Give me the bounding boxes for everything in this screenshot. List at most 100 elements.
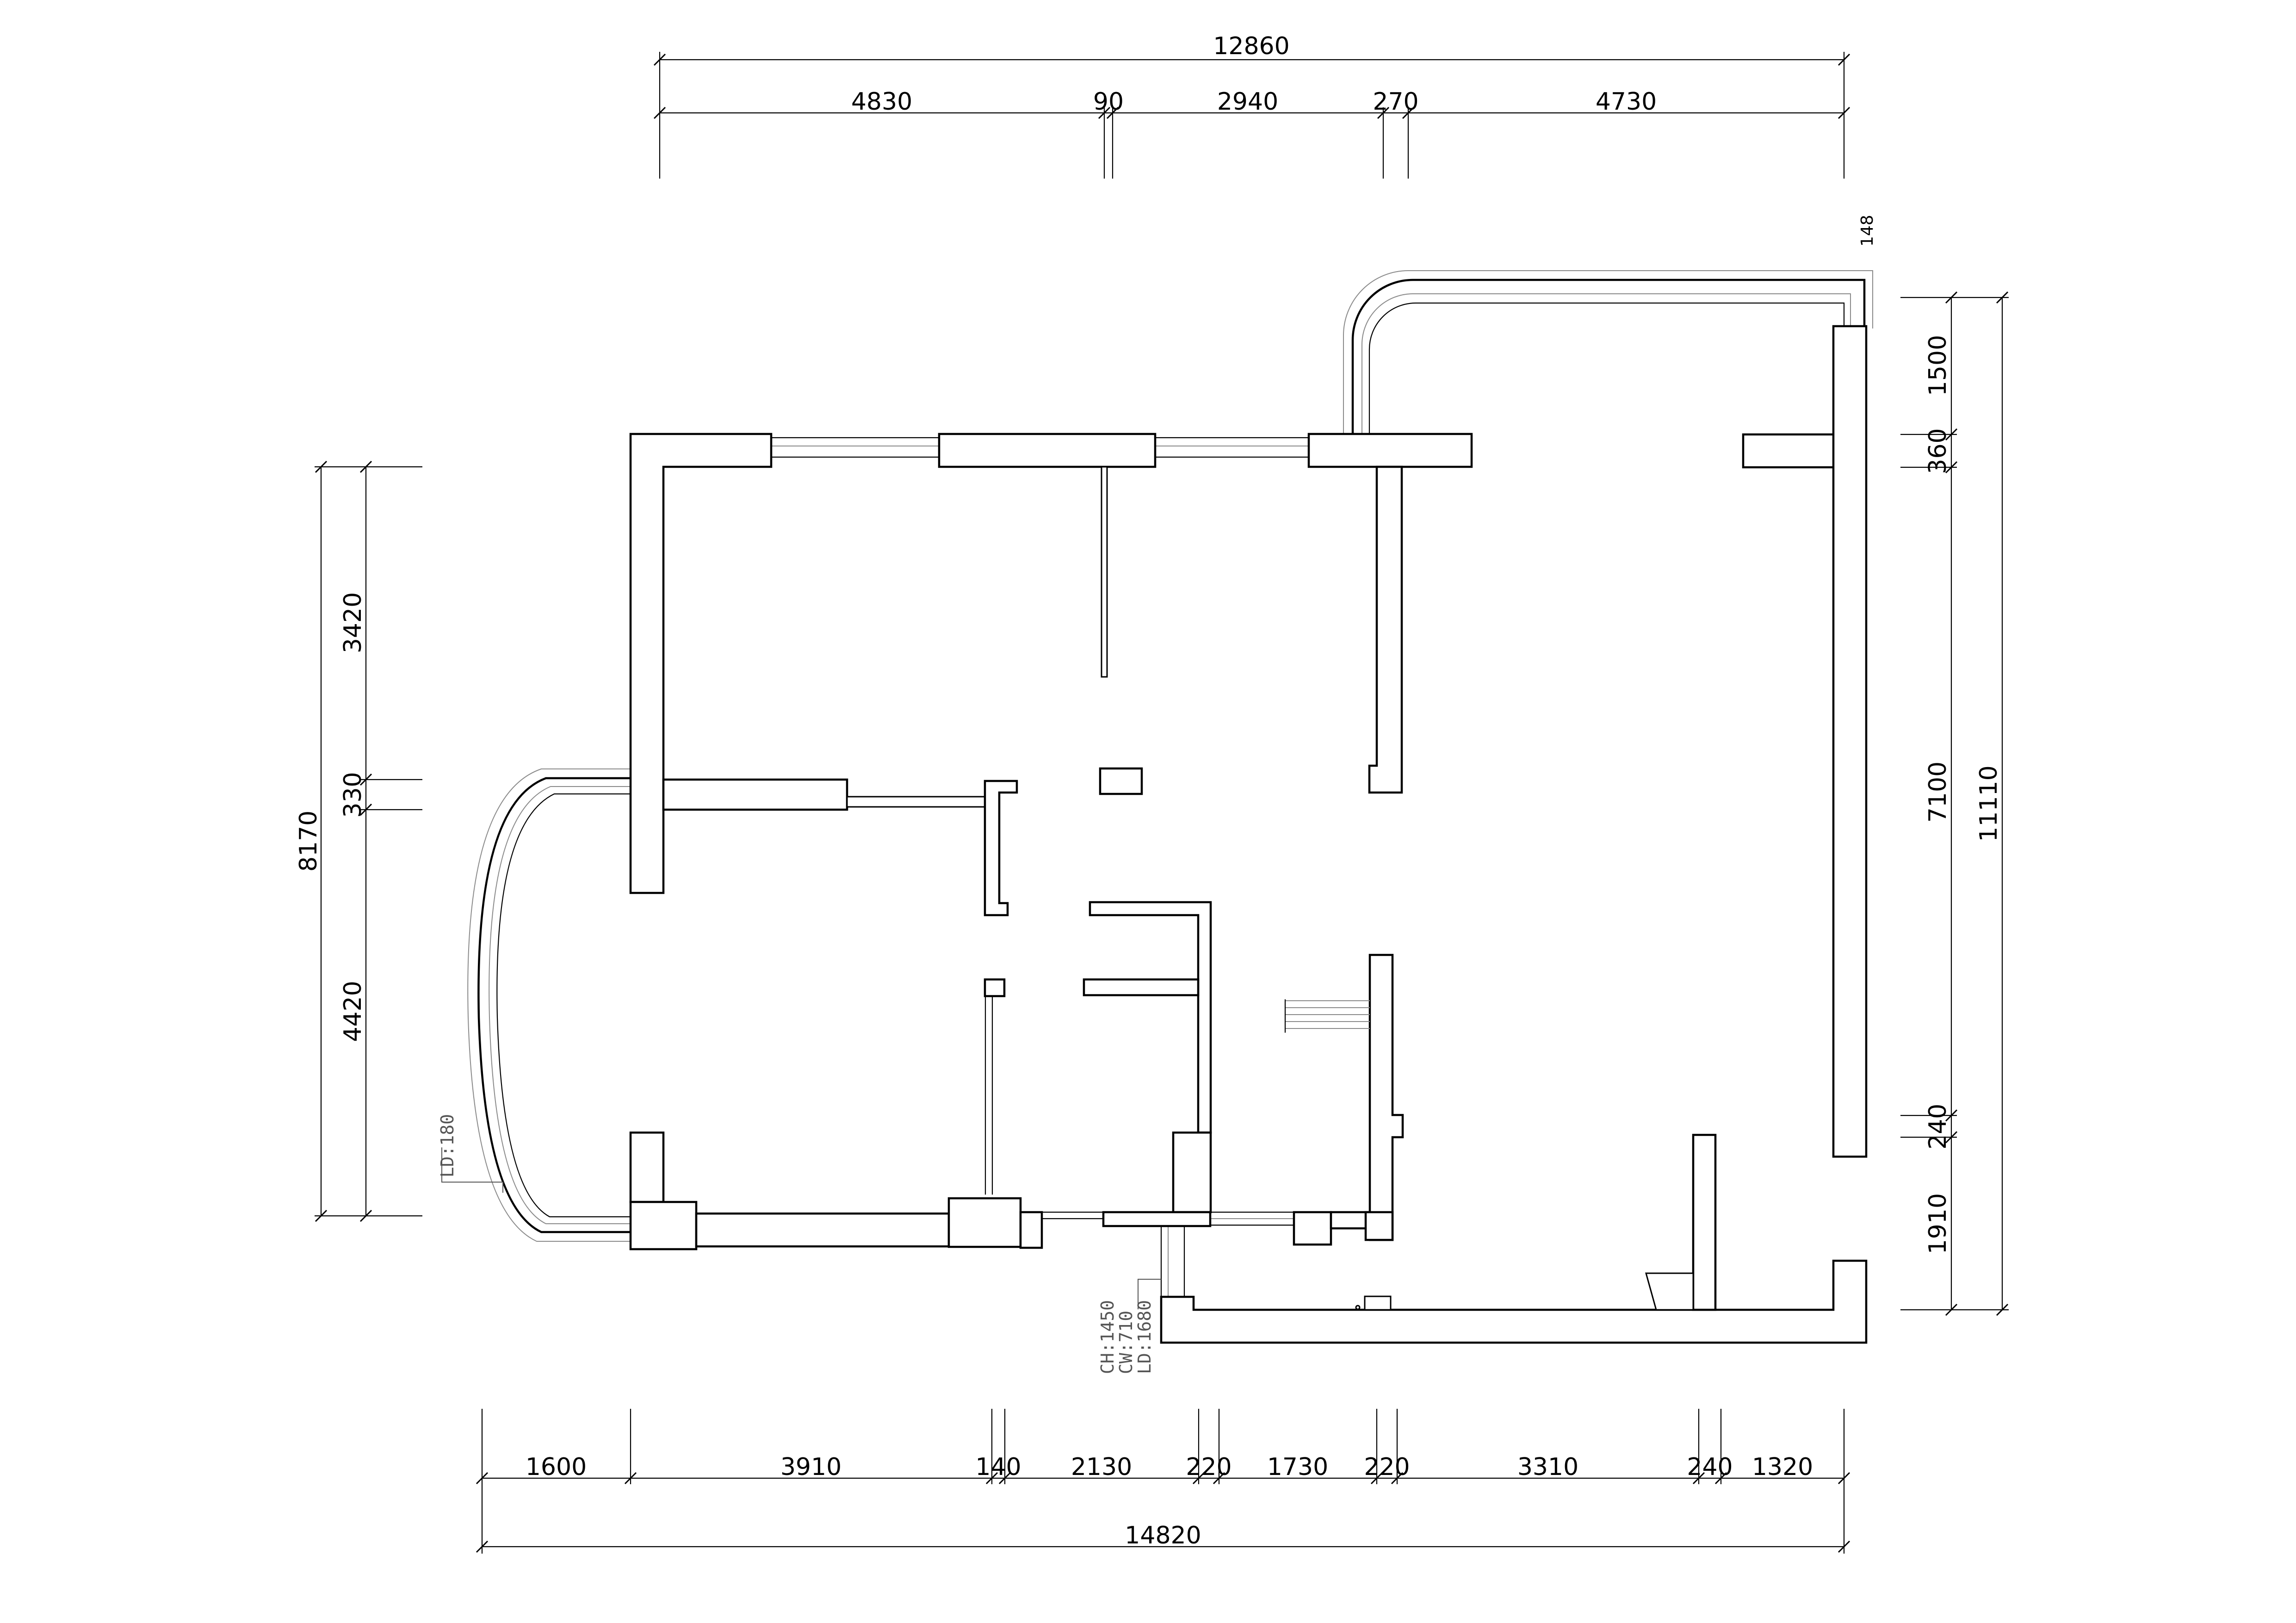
top-dimension-label: 4830 <box>851 88 912 116</box>
dimension-tick <box>1213 1472 1225 1485</box>
wall-segment <box>938 433 1157 468</box>
bottom-dimension-label: 140 <box>975 1453 1021 1481</box>
left-overall-dimension-label: 8170 <box>295 811 322 872</box>
right-overall-dimension-label: 11110 <box>1975 765 2003 842</box>
corner-dimension-note: 148 <box>1858 215 1877 247</box>
dimension-tick <box>1838 1540 1850 1553</box>
wall-segment <box>1172 1131 1212 1214</box>
fixture-line <box>1645 1273 1657 1310</box>
curved-bay-window-left <box>467 768 631 1242</box>
partition-wall <box>846 796 987 808</box>
dimension-tick <box>1391 1472 1404 1485</box>
balcony-main-rail <box>1351 279 1866 434</box>
dimension-tick <box>359 773 372 786</box>
bottom-dimension-label: 1730 <box>1267 1453 1328 1481</box>
bay-window-leader-line <box>441 1147 503 1193</box>
right-dimension-label: 1500 <box>1924 335 1952 396</box>
dimension-tick <box>1192 1472 1205 1485</box>
top-dimension-label: 4730 <box>1596 88 1657 116</box>
wall-segment <box>1307 433 1473 468</box>
window-note-line: CH:1450 <box>1097 1300 1118 1374</box>
dimension-tick <box>1996 291 2009 304</box>
dimension-tick <box>1714 1472 1727 1485</box>
wall-segment <box>1368 954 1404 1241</box>
dimension-tick <box>359 803 372 816</box>
bay-window-outer-rail <box>467 768 631 1242</box>
wall-segment <box>1160 1259 1868 1344</box>
bay-window-leader-label: LD:180 <box>437 1114 458 1177</box>
wall-segment <box>1692 1134 1717 1311</box>
wall-segment <box>695 1212 950 1248</box>
dimension-tick <box>1370 1472 1383 1485</box>
column <box>984 978 1006 997</box>
bottom-dimension-label: 2130 <box>1071 1453 1132 1481</box>
partition-wall <box>1101 466 1108 678</box>
wall-segment <box>1832 325 1868 1158</box>
right-dimension-label: 7100 <box>1924 762 1952 823</box>
dimension-tick <box>1838 1472 1850 1485</box>
top-dimension-label: 2940 <box>1217 88 1278 116</box>
right-dimension-label: 240 <box>1924 1103 1952 1149</box>
balcony-outer-rail <box>1343 270 1873 434</box>
bay-window-inner-line <box>496 793 631 1218</box>
dimension-tick <box>476 1540 489 1553</box>
walls <box>629 325 1868 1344</box>
bay-window-leader-annotation: LD:180 <box>437 1114 503 1193</box>
wall-segment <box>1742 433 1845 469</box>
fixture <box>1645 1272 1694 1311</box>
right-dimension-label: 1910 <box>1924 1193 1952 1254</box>
dimension-tick <box>998 1472 1011 1485</box>
bottom-window-strips <box>984 985 1293 1226</box>
wall-segment <box>1102 1211 1212 1227</box>
bottom-dimension-label: 1600 <box>526 1453 587 1481</box>
dimension-tick <box>1838 106 1850 119</box>
dimension-tick <box>1838 53 1850 66</box>
column <box>1099 767 1143 795</box>
bottom-dimension-label: 3910 <box>780 1453 842 1481</box>
right-dimension-chain: 1500 360 7100 240 1910 11110 <box>1900 291 2009 1316</box>
wall-segment <box>1330 1211 1371 1230</box>
wall-segment <box>662 778 848 811</box>
bay-window-inner-rail <box>489 786 631 1224</box>
wall-segment <box>1368 465 1403 794</box>
window-note-annotation: CH:1450 CW:710 LD:1680 <box>1097 1279 1161 1374</box>
dimension-tick <box>624 1472 637 1485</box>
wall-segment <box>947 1197 1022 1248</box>
dimension-tick <box>1945 1303 1958 1316</box>
top-window-strips <box>771 437 1309 458</box>
top-dimension-label: 270 <box>1373 88 1418 116</box>
top-dimension-label: 90 <box>1093 88 1124 116</box>
dimension-tick <box>315 1209 328 1222</box>
wall-segment <box>1293 1211 1332 1246</box>
window-note-line: CW:710 <box>1116 1311 1136 1374</box>
dimension-tick <box>1377 106 1390 119</box>
wall-segment <box>1083 978 1200 997</box>
wall-segment <box>984 780 1018 917</box>
bottom-overall-dimension-label: 14820 <box>1125 1522 1201 1549</box>
bottom-dimension-label: 220 <box>1186 1453 1232 1481</box>
curved-balcony-top-right <box>1343 270 1873 434</box>
dimension-tick <box>315 460 328 473</box>
bottom-dimension-label: 240 <box>1687 1453 1733 1481</box>
bay-window-main-rail <box>477 777 631 1233</box>
dimension-tick <box>1945 428 1958 441</box>
bottom-dimension-chain: 1600 3910 140 2130 220 1730 220 3310 240… <box>476 1409 1850 1554</box>
dimension-tick <box>1945 1131 1958 1144</box>
dimension-tick <box>653 53 666 66</box>
top-dimension-chain: 12860 4830 90 2940 270 4730 <box>653 32 1850 179</box>
wall-segment <box>1364 1211 1394 1241</box>
wall-segment <box>629 433 773 894</box>
dimension-tick <box>359 1209 372 1222</box>
dimension-tick <box>1945 461 1958 474</box>
dimension-tick <box>985 1472 998 1485</box>
fixture <box>1364 1295 1392 1311</box>
balcony-inner-line <box>1368 302 1845 434</box>
left-dimension-label: 3420 <box>339 592 367 653</box>
dimension-tick <box>1945 1109 1958 1122</box>
dimension-tick <box>653 106 666 119</box>
left-dimension-label: 4420 <box>339 981 367 1042</box>
wall-segment <box>1019 1211 1043 1249</box>
dimension-tick <box>476 1472 489 1485</box>
window-note-leader-line <box>1138 1279 1161 1309</box>
